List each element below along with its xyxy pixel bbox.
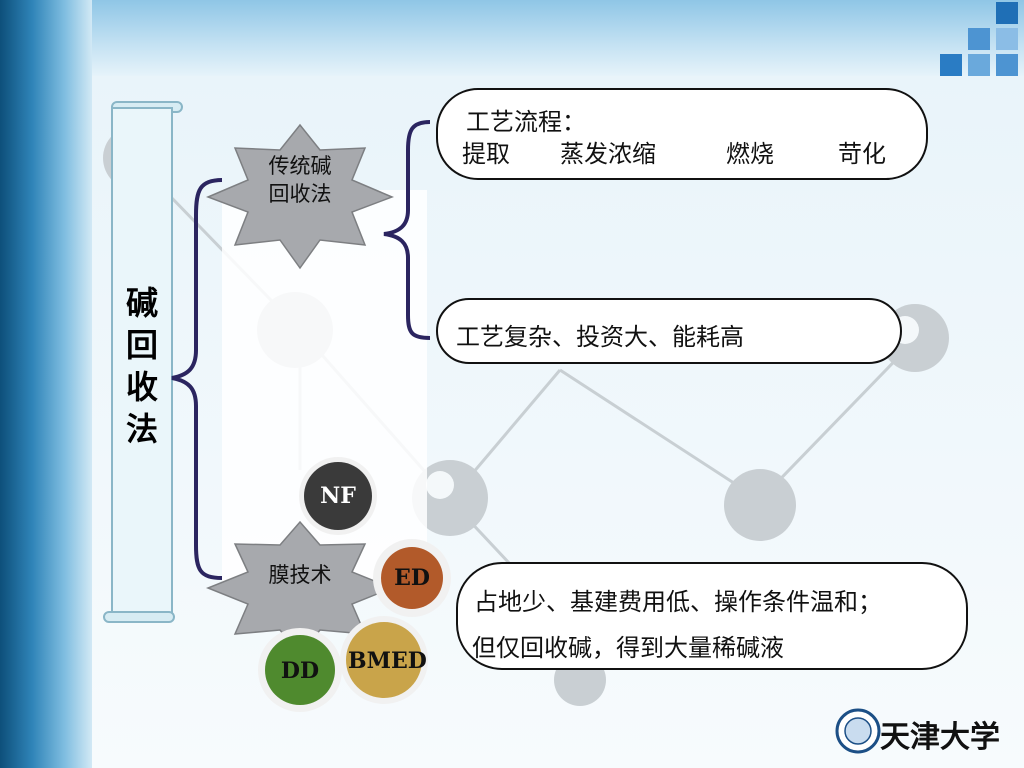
technique-nf: NF <box>320 483 356 509</box>
traditional-label-line2: 回收法 <box>268 182 332 206</box>
process-step-evaporate: 蒸发浓缩 <box>560 140 656 168</box>
process-heading: 工艺流程： <box>466 108 586 136</box>
title-scroll <box>103 101 183 623</box>
process-box: 工艺流程： 提取 蒸发浓缩 燃烧 苛化 <box>436 88 928 180</box>
technique-circles <box>258 457 451 712</box>
left-brace <box>171 178 223 580</box>
membrane-description-line1: 占地少、基建费用低、操作条件温和； <box>474 588 882 616</box>
technique-dd: DD <box>280 658 320 684</box>
process-step-causticize: 苛化 <box>838 140 886 168</box>
drawback-text: 工艺复杂、投资大、能耗高 <box>456 323 744 351</box>
membrane-method-label: 膜技术 <box>268 563 332 587</box>
technique-ed: ED <box>394 565 430 591</box>
background-left-band <box>0 0 92 768</box>
process-step-burn: 燃烧 <box>726 140 774 168</box>
traditional-star-shape <box>205 123 395 270</box>
university-logo-text: 天津大学 <box>880 720 1000 755</box>
process-step-extract: 提取 <box>462 140 510 168</box>
technique-bmed: BMED <box>348 648 427 674</box>
page-title: 碱回收法 <box>125 284 158 448</box>
university-emblem <box>835 708 881 754</box>
drawback-box: 工艺复杂、投资大、能耗高 <box>436 298 902 364</box>
traditional-method-label: 传统碱 回收法 <box>250 152 350 208</box>
upper-brace <box>383 120 431 340</box>
background-top-band <box>92 0 1024 76</box>
traditional-label-line1: 传统碱 <box>268 154 332 178</box>
membrane-description-box: 占地少、基建费用低、操作条件温和； 但仅回收碱，得到大量稀碱液 <box>456 562 968 670</box>
membrane-description-line2: 但仅回收碱，得到大量稀碱液 <box>472 634 784 662</box>
